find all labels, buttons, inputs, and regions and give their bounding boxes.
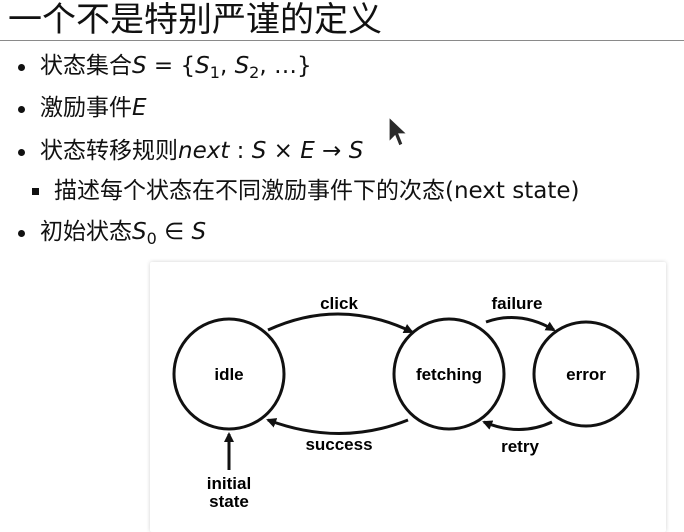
edge-retry-arrow xyxy=(482,420,553,431)
sub-bullet-square xyxy=(32,188,39,195)
math-text: → xyxy=(314,138,349,164)
bullet-state-set: 状态集合S = {S1, S2, …} xyxy=(40,52,312,87)
bullet-transition-rule: 状态转移规则next : S × E → S xyxy=(40,137,363,165)
initial-label-line1: initial xyxy=(207,474,251,493)
math-text: , …} xyxy=(259,53,312,79)
math-var: S xyxy=(348,138,364,164)
bullet-dot xyxy=(18,106,25,113)
edge-success-arrow xyxy=(266,418,409,435)
state-label: fetching xyxy=(416,365,482,384)
edge-label-success: success xyxy=(305,435,372,454)
bullet-initial-state: 初始状态S0 ∈ S xyxy=(40,218,206,253)
math-var: S xyxy=(195,53,210,79)
math-text: , xyxy=(219,53,228,79)
math-var: S xyxy=(132,53,147,79)
edge-click-arrow xyxy=(267,312,414,334)
math-var: S xyxy=(191,219,207,245)
bullet-text: 激励事件 xyxy=(40,95,132,121)
math-text: ∈ xyxy=(156,219,192,245)
slide-title: 一个不是特别严谨的定义 xyxy=(8,0,382,40)
diagram-canvas: idle fetching error click failure succes… xyxy=(172,294,640,511)
bullet-dot xyxy=(18,149,25,156)
title-divider xyxy=(0,40,684,41)
state-label: idle xyxy=(214,365,243,384)
state-fetching: fetching xyxy=(392,317,506,431)
bullet-events: 激励事件E xyxy=(40,94,147,122)
math-var: S xyxy=(234,53,250,79)
edge-label-click: click xyxy=(320,294,358,313)
sub-bullet-next-state: 描述每个状态在不同激励事件下的次态(next state) xyxy=(54,177,579,205)
edge-label-failure: failure xyxy=(491,294,542,313)
math-var: S xyxy=(132,219,147,245)
math-var: E xyxy=(132,95,147,121)
math-var: E xyxy=(300,138,315,164)
math-subscript: 1 xyxy=(209,63,220,82)
math-text: × xyxy=(266,138,301,164)
bullet-text: 状态转移规则 xyxy=(40,138,178,164)
bullet-text: 状态集合 xyxy=(40,53,132,79)
state-machine-diagram: idle fetching error click failure succes… xyxy=(150,262,666,532)
edge-failure-arrow xyxy=(485,316,556,332)
mouse-cursor-icon xyxy=(388,116,408,147)
state-error: error xyxy=(532,320,640,428)
bullet-text: 描述每个状态在不同激励事件下的次态(next state) xyxy=(54,178,580,204)
math-text: = { xyxy=(153,53,196,79)
bullet-dot xyxy=(18,230,25,237)
initial-label-line2: state xyxy=(209,492,249,511)
state-idle: idle xyxy=(172,317,286,431)
edge-label-retry: retry xyxy=(501,437,539,456)
bullet-text: 初始状态 xyxy=(40,219,132,245)
bullet-dot xyxy=(18,64,25,71)
state-label: error xyxy=(566,365,606,384)
math-var: S xyxy=(251,138,267,164)
math-subscript: 2 xyxy=(249,63,260,82)
math-fn: next xyxy=(178,138,230,164)
math-subscript: 0 xyxy=(146,229,157,248)
math-text: : xyxy=(229,138,252,164)
